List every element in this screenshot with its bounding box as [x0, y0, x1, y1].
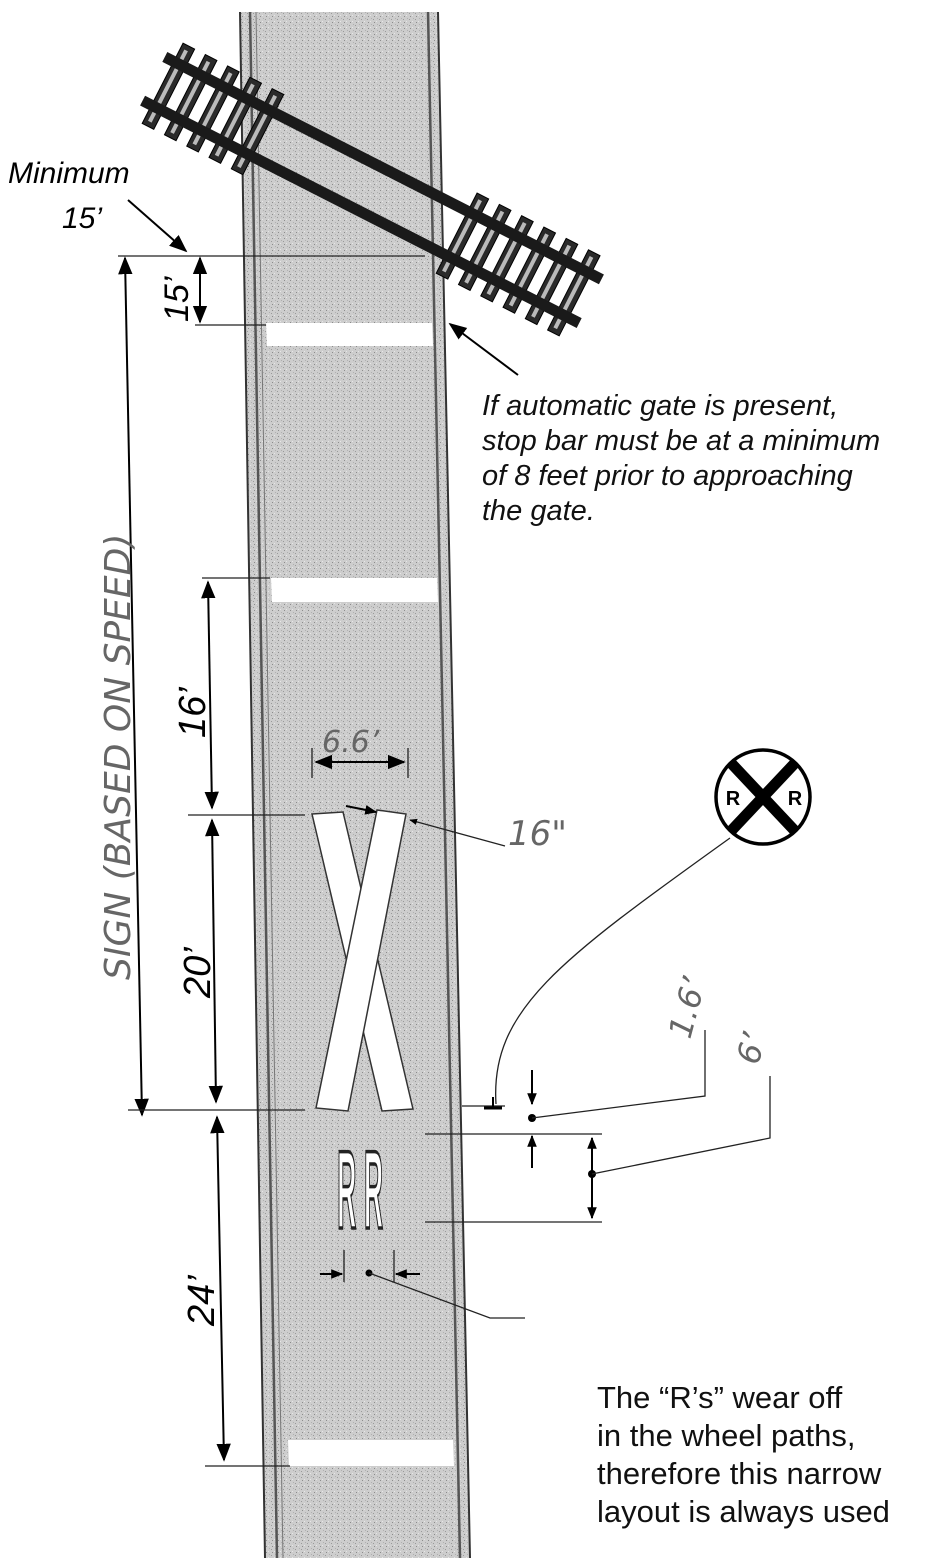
- stop-bar: [266, 323, 433, 346]
- dim-16-line: [201, 580, 219, 810]
- sign-distance-label: SIGN (BASED ON SPEED): [98, 534, 139, 980]
- dim-16in-arrow-left: [345, 805, 378, 815]
- wear-note-line4: layout is always used: [597, 1494, 890, 1529]
- road-edge-left-inner2: [255, 11, 284, 1558]
- wear-note-line1: The “R’s” wear off: [597, 1380, 843, 1415]
- rr-spacing-leader: [368, 1272, 525, 1319]
- rail-top: [162, 52, 604, 285]
- road-edge-left-inner: [248, 11, 279, 1558]
- rail-bottom: [140, 95, 582, 328]
- left-dimension-labels: 15’ 16’ 20’ 24’ SIGN (BASED ON SPEED): [98, 276, 223, 1327]
- wear-note-line3: therefore this narrow: [597, 1456, 882, 1491]
- dim-16in-leader: [409, 818, 506, 847]
- transverse-line-lower: [288, 1440, 454, 1466]
- dim-16-label: 16’: [172, 687, 214, 738]
- dim-6-leader: [591, 1076, 771, 1175]
- minimum-leader: [127, 199, 188, 253]
- dim-1-6-label: 1.6’: [661, 972, 714, 1042]
- wear-note: The “R’s” wear off in the wheel paths, t…: [597, 1380, 890, 1529]
- dim-6-6-label: 6.6’: [322, 725, 380, 760]
- road-pavement: [240, 12, 470, 1558]
- gate-note-line4: the gate.: [482, 495, 595, 527]
- dim-24-line: [210, 1115, 231, 1462]
- wear-note-line2: in the wheel paths,: [597, 1418, 856, 1453]
- dim-24-label: 24’: [181, 1275, 223, 1327]
- sign-offset-dimensions: 1.6’ 6’: [425, 972, 774, 1223]
- left-dimensions: [118, 256, 305, 1467]
- dim-15-label: 15’: [158, 276, 196, 322]
- sign-letter-right: R: [788, 788, 803, 810]
- x-marking: [311, 809, 414, 1112]
- gate-note: If automatic gate is present, stop bar m…: [482, 390, 880, 527]
- road-edge-left-outer: [239, 11, 266, 1558]
- gate-note-line1: If automatic gate is present,: [482, 390, 838, 422]
- gate-note-leader: [448, 322, 519, 376]
- gate-note-line3: of 8 feet prior to approaching: [482, 460, 853, 492]
- gate-note-line2: stop bar must be at a minimum: [482, 425, 880, 457]
- roadway: [239, 11, 471, 1558]
- sign-leader-curve: [495, 837, 731, 1105]
- minimum-label: Minimum: [8, 157, 130, 190]
- dim-6-label: 6’: [729, 1028, 774, 1068]
- minimum-value: 15’: [62, 202, 103, 235]
- transverse-line-upper: [271, 578, 438, 602]
- x-stroke-2: [315, 809, 407, 1112]
- dim-sign-line: [118, 256, 149, 1117]
- rr-marking: RR: [336, 1128, 391, 1253]
- rr-letters: RR: [337, 1129, 391, 1253]
- rr-spacing-dimension: [320, 1250, 525, 1319]
- advance-warning-sign: R R: [484, 748, 812, 1110]
- sign-letter-left: R: [726, 788, 741, 810]
- dim-1-6-leader: [531, 1030, 706, 1119]
- dim-20-label: 20’: [177, 947, 219, 999]
- railroad-track: [140, 42, 604, 337]
- dim-20-line: [205, 818, 223, 1104]
- dim-16in-label: 16": [508, 814, 567, 854]
- sign-x-stroke-2: [726, 759, 800, 835]
- road-edge-right-inner: [426, 11, 462, 1558]
